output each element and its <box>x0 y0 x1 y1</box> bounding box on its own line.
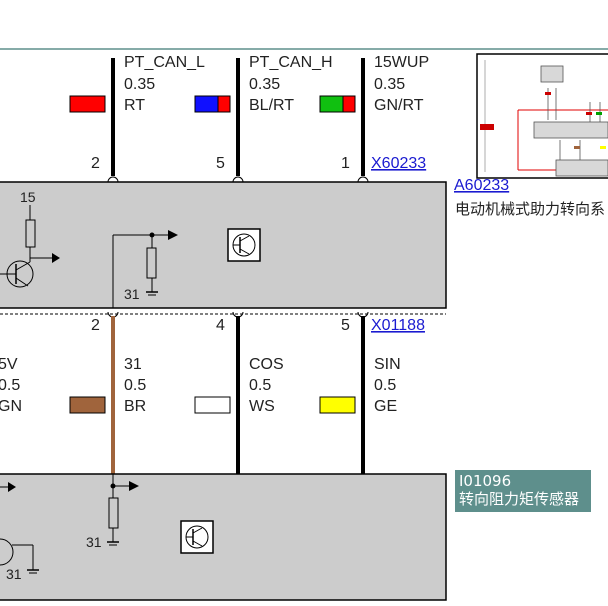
wire-color-swatch <box>194 396 231 414</box>
module-a-box[interactable] <box>0 181 447 309</box>
wire-color-label: BL/RT <box>249 97 294 114</box>
wire-color-swatch <box>319 396 356 414</box>
overview-thumbnail[interactable] <box>476 53 608 179</box>
wire-color-label: GE <box>374 398 397 415</box>
wire-signal-label: 15WUP <box>374 54 429 71</box>
ground-label: 31 <box>6 566 22 582</box>
wire-size-label: 0.35 <box>249 76 280 93</box>
wire-color-stripe <box>217 95 231 113</box>
wire-color-label: RT <box>124 97 145 114</box>
pin-number: 5 <box>341 317 350 334</box>
wire-signal-label: PT_CAN_L <box>124 54 205 71</box>
wire-signal-label: 31 <box>124 356 142 373</box>
wire-color-label: GN <box>0 398 22 415</box>
pin-number: 4 <box>216 317 225 334</box>
pin-marker <box>107 176 119 183</box>
module-b-box[interactable] <box>0 473 447 601</box>
module-b-id: I01096 <box>459 472 512 490</box>
wire-color-swatch <box>69 396 106 414</box>
ground-label: 31 <box>86 534 102 550</box>
wire-color-stripe <box>342 95 356 113</box>
pin-number: 1 <box>341 155 350 172</box>
module-b-name: 转向阻力矩传感器 <box>459 490 580 508</box>
wire-signal-label: PT_CAN_H <box>249 54 333 71</box>
module-a-name: 电动机械式助力转向系 <box>455 200 605 218</box>
pin-number: 2 <box>91 317 100 334</box>
wire-size-label: 0.35 <box>124 76 155 93</box>
module-b-tag[interactable]: I01096 转向阻力矩传感器 <box>455 470 591 512</box>
wire-signal-label: 5V <box>0 356 18 373</box>
connector-link-x01188[interactable]: X01188 <box>371 317 425 334</box>
wire-color-label: BR <box>124 398 146 415</box>
connector-link-x60233[interactable]: X60233 <box>371 155 426 172</box>
wire-size-label: 0.35 <box>374 76 405 93</box>
supply-label: 15 <box>20 189 36 205</box>
ground-label: 31 <box>124 286 140 302</box>
wire-signal-label: SIN <box>374 356 401 373</box>
arrow-icon <box>129 481 139 491</box>
pin-marker <box>357 176 369 183</box>
wire-size-label: 0.5 <box>249 377 271 394</box>
wire-size-label: 0.5 <box>374 377 396 394</box>
wire-color-label: GN/RT <box>374 97 424 114</box>
arrow-icon <box>168 230 178 240</box>
wire-color-swatch <box>69 95 106 113</box>
wire-size-label: 0.5 <box>0 377 20 394</box>
transistor-icon <box>0 538 14 566</box>
arrow-icon <box>8 482 16 492</box>
wire-signal-label: COS <box>249 356 284 373</box>
pin-number: 2 <box>91 155 100 172</box>
pin-number: 5 <box>216 155 225 172</box>
wire-color-label: WS <box>249 398 275 415</box>
wire-size-label: 0.5 <box>124 377 146 394</box>
module-a-link[interactable]: A60233 <box>454 177 509 194</box>
pin-marker <box>232 176 244 183</box>
arrow-icon <box>52 253 60 263</box>
